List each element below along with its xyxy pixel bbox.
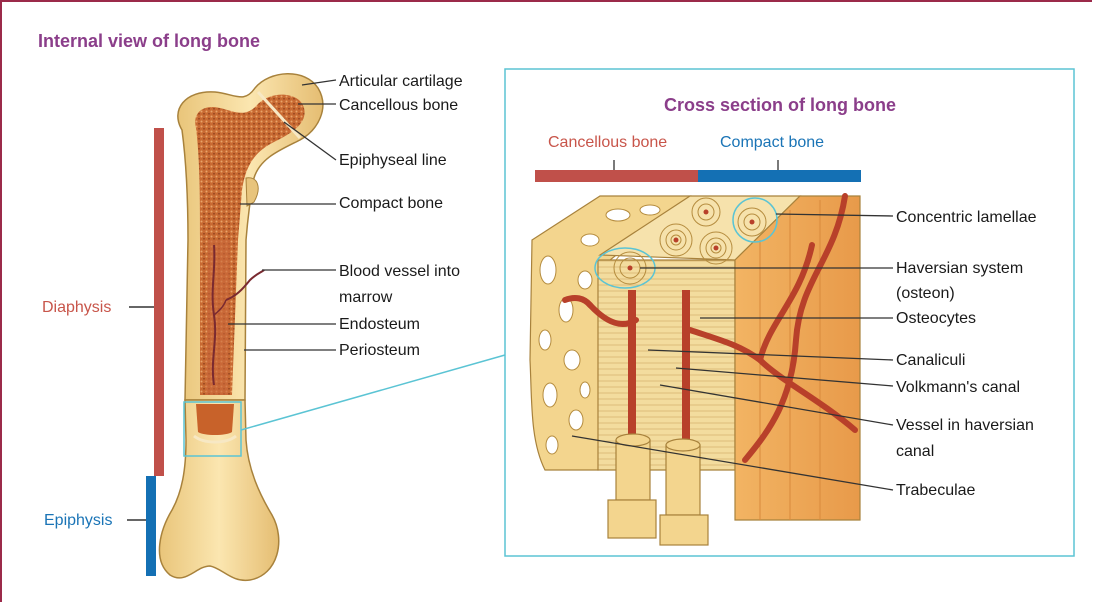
compact-bar — [698, 170, 861, 182]
label-haversian-line1: Haversian system — [896, 259, 1023, 278]
epiphysis-label: Epiphysis — [44, 511, 112, 530]
label-periosteum: Periosteum — [339, 341, 420, 360]
cross-section-title: Cross section of long bone — [664, 95, 896, 116]
long-bone-illustration — [159, 74, 322, 581]
label-haversian-line2: (osteon) — [896, 284, 955, 303]
label-articular-cartilage: Articular cartilage — [339, 72, 463, 91]
label-volkmanns-canal: Volkmann's canal — [896, 378, 1020, 397]
label-trabeculae: Trabeculae — [896, 481, 975, 500]
label-epiphyseal-line: Epiphyseal line — [339, 151, 447, 170]
diaphysis-bar — [154, 128, 164, 476]
diaphysis-label: Diaphysis — [42, 298, 111, 317]
cross-section-block — [530, 196, 860, 545]
label-cancellous-bone: Cancellous bone — [339, 96, 458, 115]
cancellous-bar-label: Cancellous bone — [548, 133, 667, 152]
cancellous-bar — [535, 170, 698, 182]
label-osteocytes: Osteocytes — [896, 309, 976, 328]
label-concentric-lamellae: Concentric lamellae — [896, 208, 1037, 227]
label-blood-vessel-line1: Blood vessel into — [339, 262, 460, 281]
epiphysis-bar — [146, 476, 156, 576]
zoom-connector-line — [241, 355, 505, 430]
label-compact-bone: Compact bone — [339, 194, 443, 213]
label-endosteum: Endosteum — [339, 315, 420, 334]
compact-bar-label: Compact bone — [720, 133, 824, 152]
label-vessel-line2: canal — [896, 442, 934, 461]
page-title: Internal view of long bone — [38, 31, 260, 52]
label-canaliculi: Canaliculi — [896, 351, 965, 370]
label-blood-vessel-line2: marrow — [339, 288, 392, 307]
label-vessel-line1: Vessel in haversian — [896, 416, 1034, 435]
